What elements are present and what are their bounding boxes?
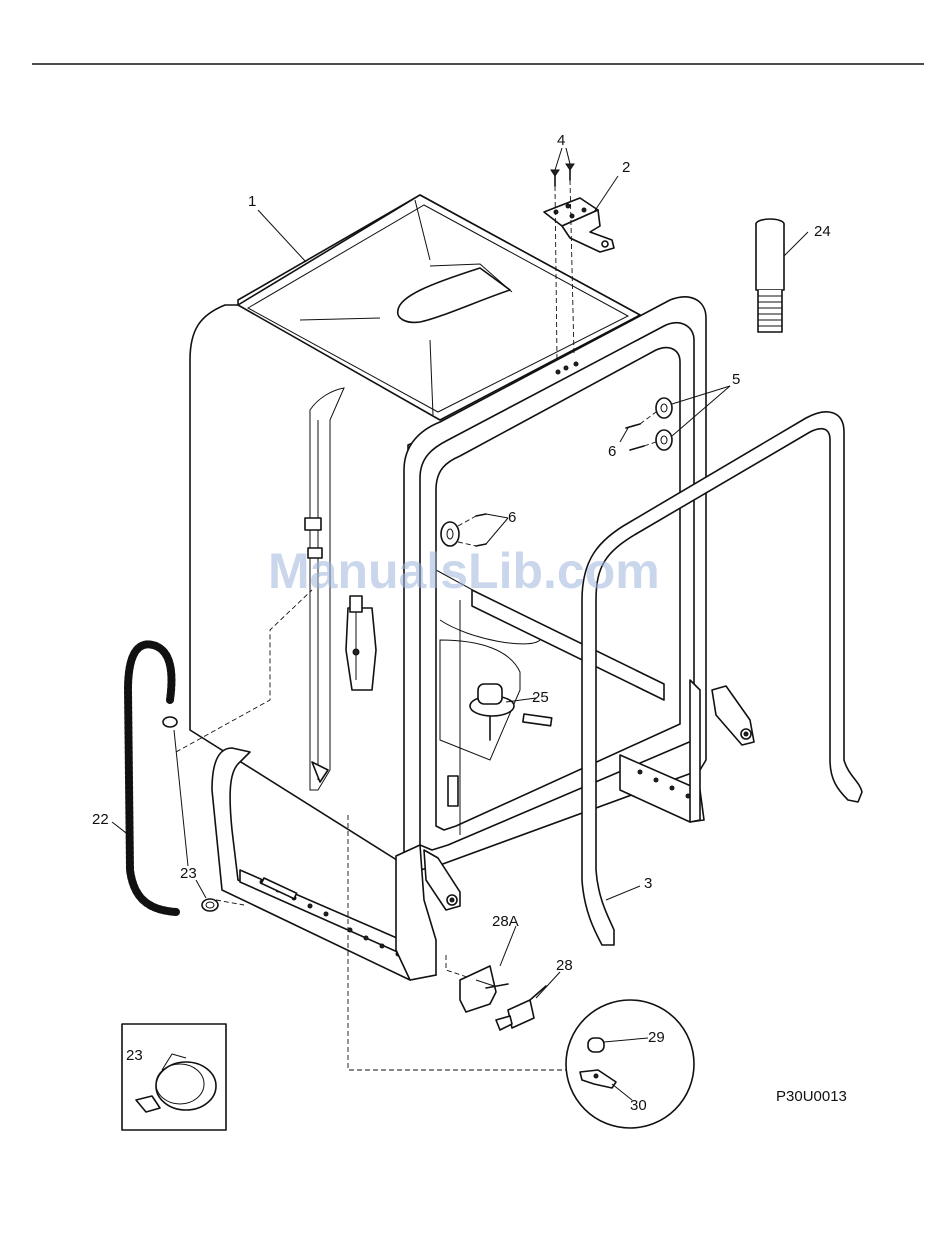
- callout-2: 2: [622, 159, 630, 176]
- switch-assembly: [460, 966, 546, 1030]
- callout-28: 28: [556, 957, 573, 974]
- callout-25: 25: [532, 689, 549, 706]
- top-bracket: [544, 198, 614, 252]
- callout-23-detail: 23: [126, 1047, 143, 1064]
- drawing-code: P30U0013: [776, 1088, 847, 1105]
- vent-pipe: [756, 219, 784, 332]
- callout-5: 5: [732, 371, 740, 388]
- callout-23: 23: [180, 865, 197, 882]
- clamp-detail-box: [122, 1024, 226, 1130]
- callout-24: 24: [814, 223, 831, 240]
- callout-6-right: 6: [608, 443, 616, 460]
- drain-hose: [128, 644, 177, 912]
- hose-clamp: [202, 899, 218, 911]
- callout-6-left: 6: [508, 509, 516, 526]
- watermark: ManualsLib.com: [268, 543, 660, 599]
- callout-28A: 28A: [492, 913, 519, 930]
- callout-3: 3: [644, 875, 652, 892]
- callout-22: 22: [92, 811, 109, 828]
- callout-29: 29: [648, 1029, 665, 1046]
- callout-1: 1: [248, 193, 256, 210]
- callout-4: 4: [557, 132, 565, 149]
- callout-30: 30: [630, 1097, 647, 1114]
